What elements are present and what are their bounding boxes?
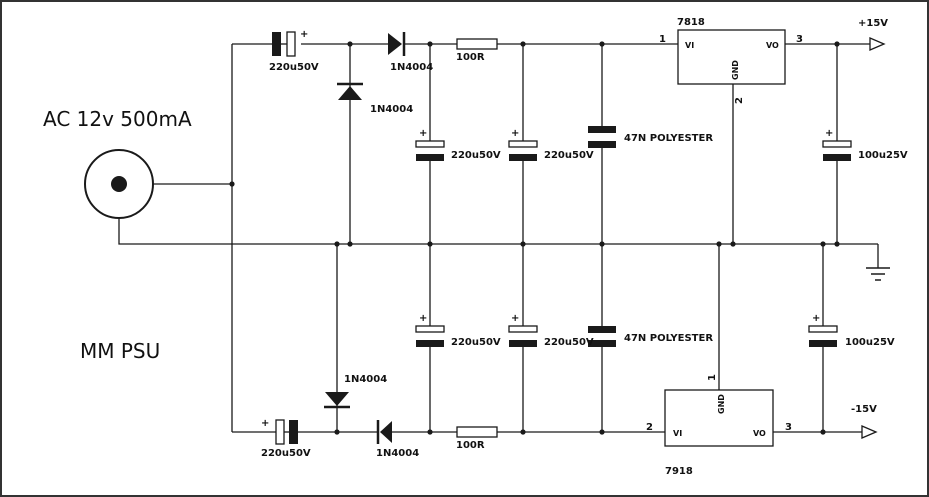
top-capacitor-2 xyxy=(508,140,538,161)
wires xyxy=(118,43,879,433)
bottom-reg-pin2: 2 xyxy=(646,422,653,433)
junctions xyxy=(229,41,840,435)
bottom-output-cap-label: 100u25V xyxy=(845,337,895,348)
top-series-diode-label: 1N4004 xyxy=(390,62,433,73)
bottom-shunt-diode xyxy=(324,392,350,409)
top-regulator-label: 7818 xyxy=(677,17,705,28)
top-reg-vo: VO xyxy=(766,41,779,50)
top-resistor xyxy=(456,38,498,50)
bottom-input-cap-plus: + xyxy=(261,418,269,429)
top-reg-gnd: GND xyxy=(731,60,740,80)
bottom-output-arrow xyxy=(861,425,878,439)
bottom-resistor xyxy=(456,426,498,438)
bottom-output-capacitor xyxy=(808,325,838,347)
top-reg-pin2: 2 xyxy=(734,97,745,104)
bottom-reg-pin1: 1 xyxy=(707,374,718,381)
top-cap2-plus: + xyxy=(511,128,519,139)
bottom-resistor-label: 100R xyxy=(456,440,485,451)
bottom-input-capacitor xyxy=(275,419,298,445)
top-resistor-label: 100R xyxy=(456,52,485,63)
bottom-capacitor-2 xyxy=(508,325,538,347)
bottom-cap2-plus: + xyxy=(511,313,519,324)
top-output-label: +15V xyxy=(858,18,888,29)
top-series-diode xyxy=(388,32,406,56)
top-output-arrow xyxy=(869,37,886,51)
top-cap1-plus: + xyxy=(419,128,427,139)
bottom-cap1-plus: + xyxy=(419,313,427,324)
bottom-shunt-diode-label: 1N4004 xyxy=(344,374,387,385)
bottom-output-label: -15V xyxy=(851,404,877,415)
bottom-series-diode-label: 1N4004 xyxy=(376,448,419,459)
top-reg-pin3: 3 xyxy=(796,34,803,45)
bottom-regulator-box xyxy=(664,389,774,447)
top-input-capacitor xyxy=(272,31,296,57)
psu-name-label: MM PSU xyxy=(80,339,160,363)
top-input-cap-plus: + xyxy=(300,29,308,40)
top-output-cap-label: 100u25V xyxy=(858,150,908,161)
top-reg-pin1: 1 xyxy=(659,34,666,45)
ground-symbol xyxy=(866,267,890,281)
bottom-reg-vo: VO xyxy=(753,429,766,438)
top-shunt-diode xyxy=(337,82,363,100)
top-output-capacitor xyxy=(822,140,852,161)
bottom-capacitor-1 xyxy=(415,325,445,347)
bottom-reg-gnd: GND xyxy=(717,394,726,414)
bottom-regulator-label: 7918 xyxy=(665,466,693,477)
top-capacitor-3 xyxy=(588,126,616,148)
bottom-cap2-label: 220u50V xyxy=(544,337,594,348)
bottom-cap1-label: 220u50V xyxy=(451,337,501,348)
top-cap3-label: 47N POLYESTER xyxy=(624,133,713,144)
top-input-cap-label: 220u50V xyxy=(269,62,319,73)
bottom-cap3-label: 47N POLYESTER xyxy=(624,333,713,344)
bottom-output-cap-plus: + xyxy=(812,313,820,324)
bottom-reg-pin3: 3 xyxy=(785,422,792,433)
bottom-reg-vi: VI xyxy=(673,429,682,438)
top-capacitor-1 xyxy=(415,140,445,161)
ac-jack-symbol xyxy=(84,149,154,219)
top-cap1-label: 220u50V xyxy=(451,150,501,161)
bottom-series-diode xyxy=(376,420,392,444)
top-regulator-box xyxy=(677,29,786,85)
top-cap2-label: 220u50V xyxy=(544,150,594,161)
top-output-cap-plus: + xyxy=(825,128,833,139)
top-reg-vi: VI xyxy=(685,41,694,50)
bottom-capacitor-3 xyxy=(588,326,616,347)
bottom-input-cap-label: 220u50V xyxy=(261,448,311,459)
top-shunt-diode-label: 1N4004 xyxy=(370,104,413,115)
input-label: AC 12v 500mA xyxy=(43,107,192,131)
